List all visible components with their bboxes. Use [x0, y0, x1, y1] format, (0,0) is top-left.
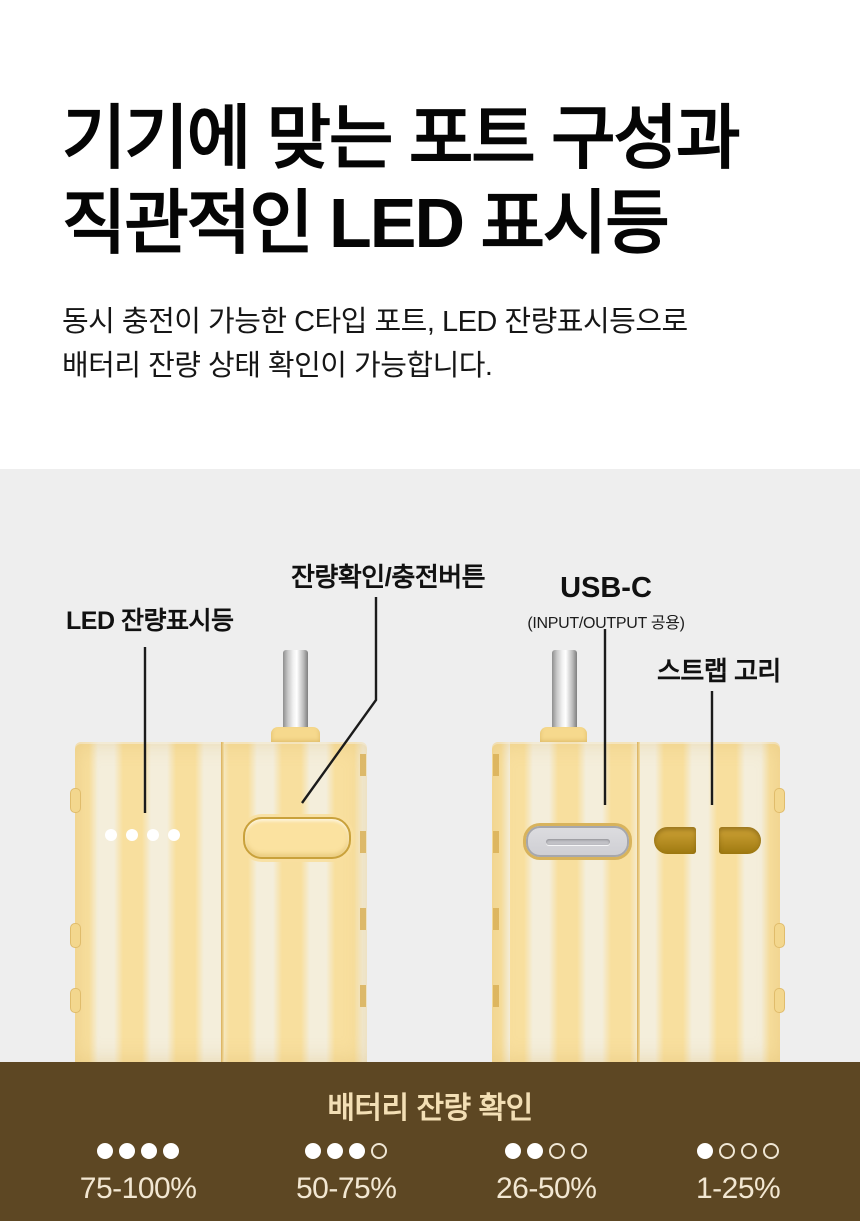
page-title: 기기에 맞는 포트 구성과 직관적인 LED 표시등 — [0, 0, 860, 266]
dot-filled — [168, 829, 180, 841]
dot-filled — [119, 1142, 136, 1159]
device-seam — [637, 742, 640, 1062]
label-check-charge-button: 잔량확인/충전버튼 — [291, 562, 486, 592]
label-usbc: USB-C (INPUT/OUTPUT 공용) — [496, 572, 716, 633]
dot-empty — [571, 1142, 588, 1159]
dot-filled — [349, 1142, 366, 1159]
usbc-plug-collar-right — [540, 727, 587, 744]
battery-level-section: 배터리 잔량 확인 75-100% 50-75% 26-50% 1-25% — [0, 1062, 860, 1221]
edge-notch — [70, 788, 81, 813]
label-usbc-title: USB-C — [560, 572, 652, 604]
led-indicator-dots — [105, 829, 180, 841]
battery-level-label: 1-25% — [695, 1172, 781, 1205]
battery-level-75-100: 75-100% — [80, 1142, 197, 1206]
battery-level-50-75: 50-75% — [295, 1142, 397, 1206]
dot-empty — [371, 1142, 388, 1159]
page-subtitle: 동시 충전이 가능한 C타입 포트, LED 잔량표시등으로 배터리 잔량 상태… — [62, 300, 860, 388]
dot-empty — [719, 1142, 736, 1159]
usbc-plug-metal-right — [552, 650, 577, 729]
edge-stitches — [493, 754, 499, 1056]
usbc-plug-metal-left — [283, 650, 308, 729]
label-strap-loop: 스트랩 고리 — [657, 656, 781, 686]
dot-filled — [527, 1142, 544, 1159]
strap-loop-hole-right — [719, 827, 761, 854]
check-charge-button — [243, 817, 351, 859]
dot-filled — [305, 1142, 322, 1159]
page-title-line1: 기기에 맞는 포트 구성과 — [62, 99, 740, 177]
dot-filled — [126, 829, 138, 841]
hero-section: 기기에 맞는 포트 구성과 직관적인 LED 표시등 동시 충전이 가능한 C타… — [0, 0, 860, 469]
dot-filled — [97, 1142, 114, 1159]
usbc-port-slot — [545, 838, 610, 845]
page-subtitle-line1: 동시 충전이 가능한 C타입 포트, LED 잔량표시등으로 — [62, 306, 688, 338]
battery-level-26-50: 26-50% — [495, 1142, 597, 1206]
edge-notch — [774, 923, 785, 948]
edge-notch — [70, 923, 81, 948]
battery-level-label: 75-100% — [79, 1172, 197, 1205]
battery-level-row: 75-100% 50-75% 26-50% 1-25% — [0, 1142, 860, 1206]
feature-diagram-section: LED 잔량표시등 잔량확인/충전버튼 USB-C (INPUT/OUTPUT … — [0, 469, 860, 1062]
usbc-port — [526, 826, 629, 857]
strap-loop-hole-left — [654, 827, 696, 854]
battery-level-label: 26-50% — [495, 1172, 597, 1205]
battery-dots — [97, 1142, 180, 1159]
dot-filled — [105, 829, 117, 841]
edge-notch — [774, 788, 785, 813]
edge-notch — [774, 988, 785, 1013]
battery-level-1-25: 1-25% — [695, 1142, 781, 1206]
dot-empty — [741, 1142, 758, 1159]
battery-level-label: 50-75% — [295, 1172, 397, 1205]
dot-filled — [327, 1142, 344, 1159]
dot-filled — [141, 1142, 158, 1159]
label-led-indicator: LED 잔량표시등 — [66, 607, 234, 635]
battery-section-title: 배터리 잔량 확인 — [327, 1092, 533, 1125]
edge-stitches — [360, 754, 366, 1056]
page-title-line2: 직관적인 LED 표시등 — [62, 184, 670, 262]
dot-empty — [549, 1142, 566, 1159]
dot-filled — [163, 1142, 180, 1159]
label-usbc-sub: (INPUT/OUTPUT 공용) — [527, 615, 685, 632]
powerbank-front-view — [70, 742, 367, 1062]
battery-dots — [305, 1142, 388, 1159]
powerbank-back-view — [492, 742, 785, 1062]
dot-empty — [763, 1142, 780, 1159]
dot-filled — [697, 1142, 714, 1159]
battery-dots — [505, 1142, 588, 1159]
dot-filled — [147, 829, 159, 841]
page-subtitle-line2: 배터리 잔량 상태 확인이 가능합니다. — [62, 350, 493, 382]
dot-filled — [505, 1142, 522, 1159]
edge-notch — [70, 988, 81, 1013]
device-seam — [221, 742, 224, 1062]
battery-dots — [697, 1142, 780, 1159]
